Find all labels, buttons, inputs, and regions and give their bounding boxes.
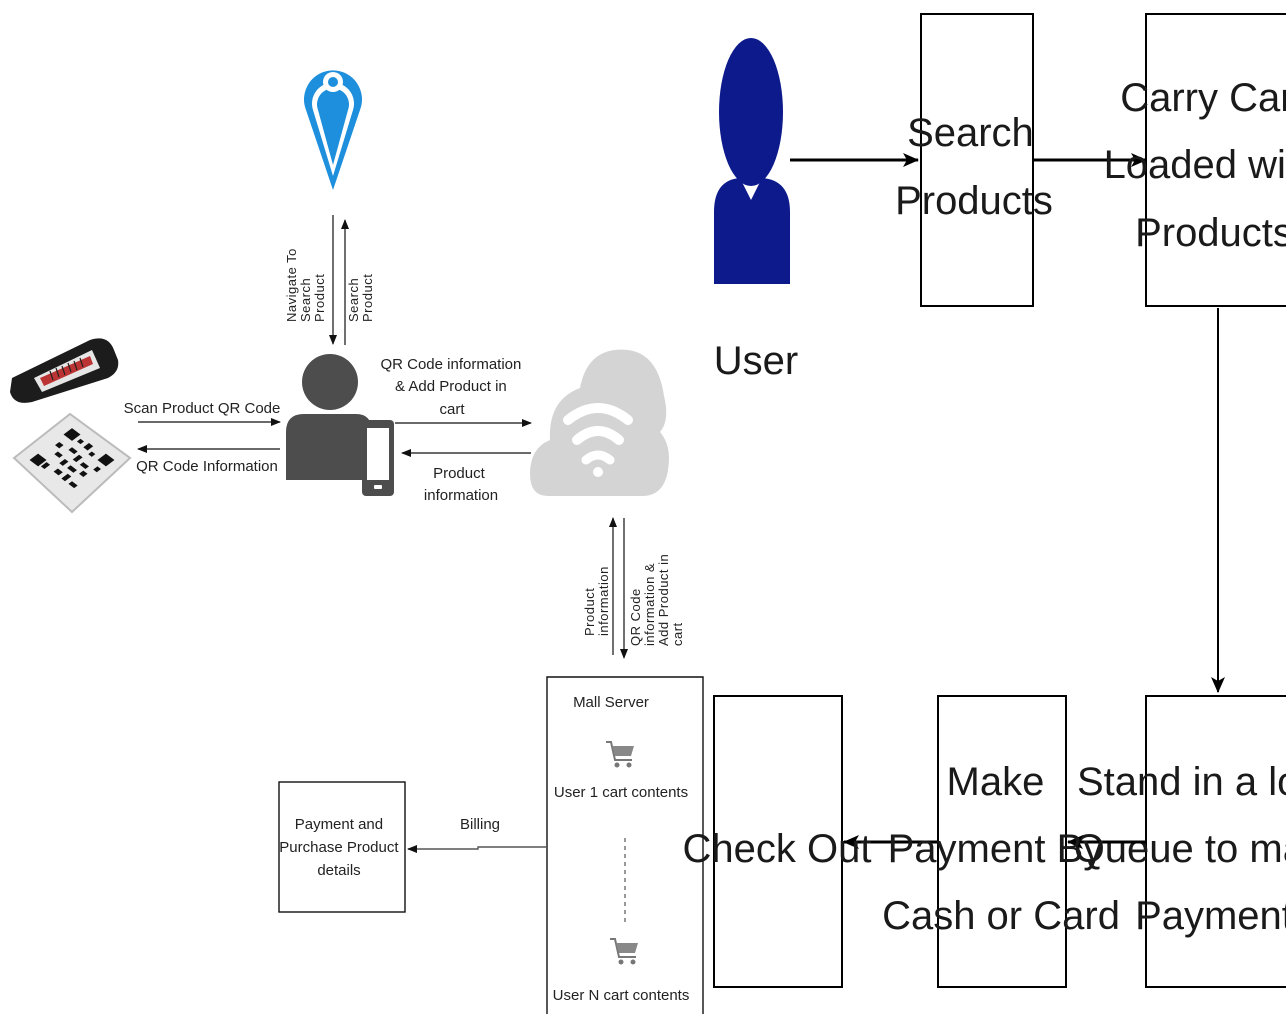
- cloud-down-label: QR Code information & Add Product in car…: [628, 550, 685, 646]
- user-label: User: [714, 339, 798, 383]
- user1-cart-label: User 1 cart contents: [554, 784, 688, 801]
- svg-text:Carry Cart Loaded with: Carry Cart Loaded with Products: [1104, 76, 1286, 255]
- mall-server-box: Mall Server User 1 cart contents User N …: [546, 676, 704, 1014]
- scan-label: Scan Product QR Code: [124, 400, 281, 417]
- billing-arrow: [407, 845, 547, 853]
- qr-info-label: QR Code Information: [136, 458, 278, 475]
- server-title: Mall Server: [573, 694, 649, 711]
- search-products-box: Search Products: [895, 13, 1053, 307]
- shopping-cart-icon: [610, 938, 638, 965]
- location-pin-icon: [304, 70, 363, 190]
- mobile-phone-icon: [362, 420, 394, 496]
- svg-text:Stand in a long Queue to: Stand in a long Queue to make Payment: [1074, 760, 1286, 938]
- person-icon: [286, 354, 372, 480]
- search-label: Search Product: [346, 274, 375, 322]
- userN-cart-label: User N cart contents: [553, 987, 690, 1004]
- cloud-up-label: Product information: [582, 566, 611, 636]
- shopping-cart-icon: [606, 741, 634, 768]
- payment-details-box: Payment and Purchase Product details: [278, 781, 406, 913]
- user-icon: [714, 38, 790, 284]
- make-payment-box: Make Payment By Cash or Card: [882, 695, 1120, 988]
- svg-text:Search Products: Search Products: [895, 111, 1053, 223]
- checkout-box: Check Out: [683, 695, 872, 988]
- carry-cart-box: Carry Cart Loaded with Products: [1104, 13, 1286, 307]
- svg-text:Check Out: Check Out: [683, 827, 872, 871]
- qr-code-icon: [12, 412, 132, 514]
- svg-text:Payment and Purchase Pro: Payment and Purchase Product details: [279, 816, 402, 879]
- to-cloud-label: QR Code information & Add Product in car…: [380, 356, 525, 418]
- smartphone-barcode-icon: [10, 338, 119, 403]
- billing-label: Billing: [460, 816, 500, 833]
- svg-text:Make Payment By Ca: Make Payment By Cash or Card: [882, 760, 1120, 938]
- cloud-icon: [530, 349, 669, 496]
- navigate-label: Navigate To Search Product: [284, 244, 327, 322]
- from-cloud-label: Product information: [424, 465, 498, 504]
